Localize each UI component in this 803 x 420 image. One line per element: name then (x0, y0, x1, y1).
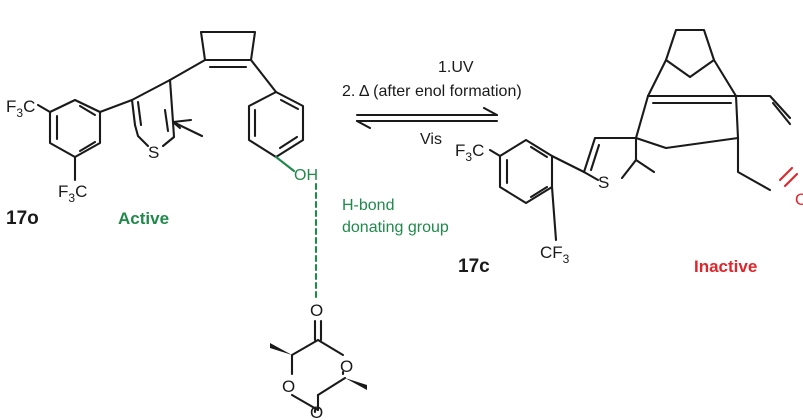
svg-text:CF3: CF3 (540, 243, 570, 266)
phenol-ring (247, 90, 305, 159)
condition-reverse: Vis (420, 131, 442, 148)
bond-to-oh (274, 155, 296, 173)
svg-text:F3C: F3C (455, 141, 484, 164)
cyclohexenone-ring: O (734, 94, 803, 209)
lactide-wedge-left (270, 343, 292, 355)
bis-cf3-phenyl-left (36, 98, 134, 182)
active-label: Active (118, 209, 169, 228)
lactide-carbonyl-o-bottom: O (310, 403, 323, 420)
bond-ring-to-phenol (249, 58, 278, 94)
cf3-group-bottom-left: F3C (58, 182, 87, 205)
lactide-wedge-right (345, 378, 367, 390)
inactive-label: Inactive (694, 257, 757, 276)
h-bond-label-line2: donating group (342, 219, 449, 236)
cyclopentene-ring-left (199, 30, 257, 69)
bond-ring-to-thiophene (168, 58, 207, 82)
bis-cf3-phenyl-right (488, 138, 586, 242)
cf3-group-bottom-right: CF3 (540, 243, 570, 266)
molecule-17c: O S F3C CF3 17c Inactive (455, 28, 803, 277)
ketone-oxygen-partial: O (795, 190, 803, 209)
cyclopentane-ring-right (664, 28, 716, 79)
svg-text:F3C: F3C (58, 182, 87, 205)
cf3-group-top-left: F3C (6, 97, 35, 120)
reverse-arrow-head (355, 119, 372, 130)
compound-label-17o: 17o (6, 208, 39, 229)
lactide-carbonyl-o-top: O (310, 301, 323, 320)
condition-step1: 1.UV (438, 59, 474, 76)
compound-label-17c: 17c (458, 256, 490, 277)
svg-text:F3C: F3C (6, 97, 35, 120)
lactide-ring-o-left: O (282, 377, 295, 396)
molecule-17o: S OH F3C F3C 17o Active (6, 30, 318, 229)
central-fused-ring (634, 58, 740, 150)
condition-step2: 2. Δ (after enol formation) (342, 83, 522, 100)
thiophene-ring-right (582, 136, 656, 182)
equilibrium-arrows: 1.UV 2. Δ (after enol formation) Vis (342, 59, 522, 148)
forward-arrow-head (482, 106, 499, 117)
sulfur-atom-right: S (598, 173, 609, 192)
lactide-molecule: O O O O (270, 301, 367, 420)
thiophene-ring-left (130, 78, 204, 148)
hydroxyl-label: OH (294, 167, 318, 184)
cf3-group-top-right: F3C (455, 141, 484, 164)
h-bond-label-line1: H-bond (342, 197, 394, 214)
sulfur-atom-left: S (148, 143, 159, 162)
